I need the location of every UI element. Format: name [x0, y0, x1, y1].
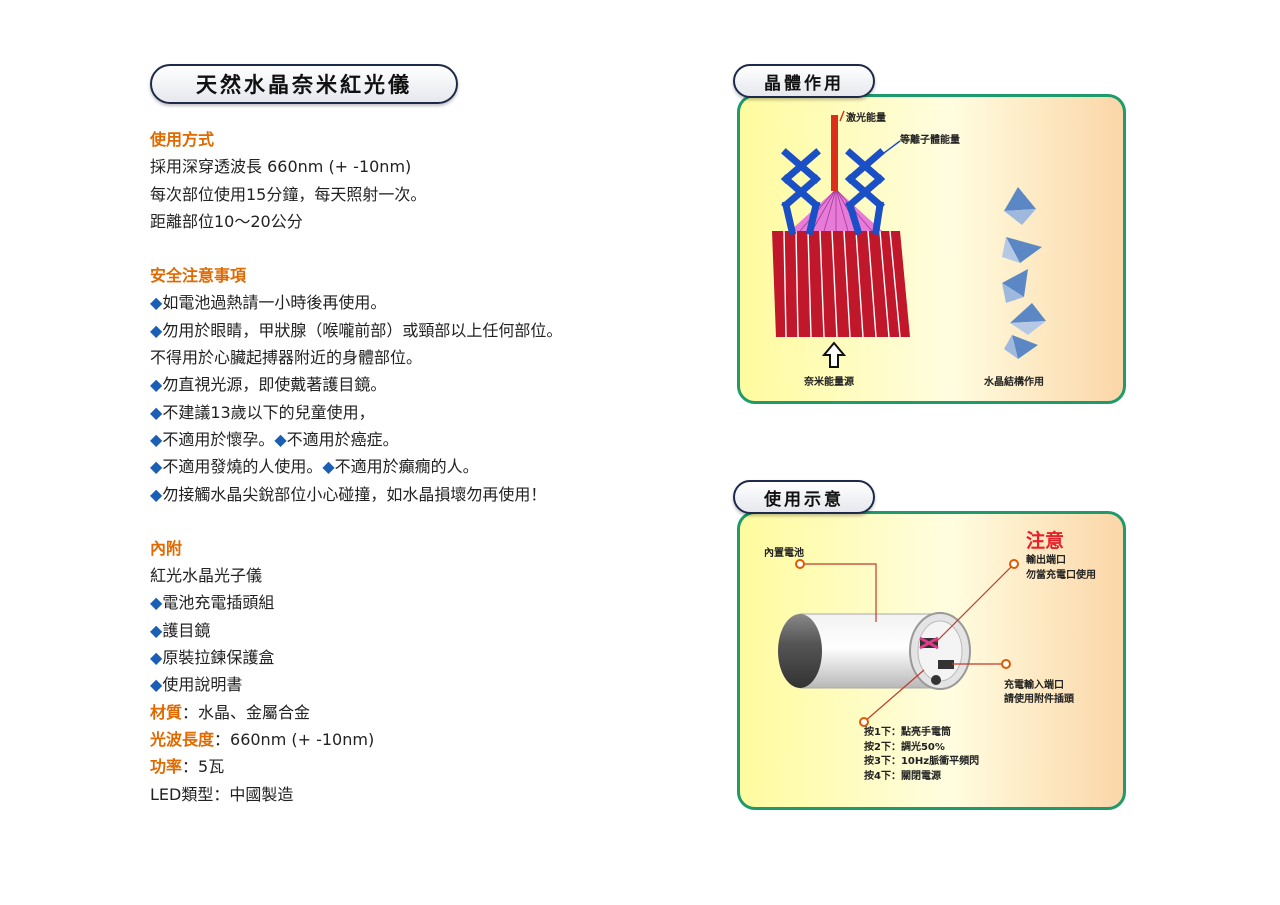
spec-power: 功率：5瓦 [150, 757, 225, 777]
charge-port [938, 660, 954, 669]
safety-item: 不得用於心臟起搏器附近的身體部位。 [150, 348, 423, 368]
diamond-bullet-icon: ◆ [150, 402, 163, 422]
usage-line: 距離部位10～20公分 [150, 211, 303, 231]
step-item: 按4下：關閉電源 [864, 770, 941, 782]
step-item: 按2下：調光50% [864, 741, 945, 753]
crystal-diagram [772, 110, 1046, 368]
diamond-bullet-icon: ◆ [150, 648, 163, 668]
power-button [931, 675, 941, 685]
device-diagram [778, 559, 1019, 727]
diamond-bullet-icon: ◆ [150, 675, 163, 695]
arrow-up-icon [821, 341, 847, 368]
callout-dot-icon [1009, 559, 1019, 569]
laser-energy-label: 激光能量 [846, 113, 886, 124]
usage-illustration-panel: 內置電池 注意 輸出端口 勿當充電口使用 充電輸入端口 請使用附件插頭 按1下：… [737, 511, 1126, 810]
contents-heading: 內附 [150, 538, 183, 558]
spec-material: 材質：水晶、金屬合金 [150, 702, 311, 722]
step-item: 按3下：10Hz脈衝平頻閃 [864, 756, 980, 767]
contents-item: ◆原裝拉鍊保護盒 [150, 648, 275, 668]
contents-item: ◆使用說明書 [150, 675, 243, 695]
callout-dot-icon [859, 717, 869, 727]
charge-port-label: 充電輸入端口 [1004, 680, 1064, 691]
product-description: 使用方式 採用深穿透波長 660nm (+ -10nm) 每次部位使用15分鐘，… [150, 126, 710, 808]
diamond-bullet-icon: ◆ [150, 484, 163, 504]
diamond-bullet-icon: ◆ [150, 293, 163, 313]
diamond-bullet-icon: ◆ [150, 320, 163, 340]
safety-item: ◆不建議13歲以下的兒童使用， [150, 402, 375, 422]
charge-note-label: 請使用附件插頭 [1004, 694, 1074, 705]
safety-heading: 安全注意事項 [150, 266, 247, 286]
step-item: 按1下：點亮手電筒 [864, 727, 951, 738]
diamond-bullet-icon: ◆ [150, 593, 163, 613]
contents-item: 紅光水晶光子儀 [150, 566, 263, 586]
safety-item: ◆勿接觸水晶尖銳部位小心碰撞，如水晶損壞勿再使用！ [150, 484, 547, 504]
contents-item: ◆電池充電插頭組 [150, 593, 275, 613]
safety-item: ◆如電池過熱請一小時後再使用。 [150, 293, 387, 313]
output-warning-label: 勿當充電口使用 [1026, 570, 1096, 581]
diamond-bullet-icon: ◆ [322, 457, 335, 477]
usage-heading: 使用方式 [150, 130, 215, 149]
safety-item: ◆不適用於懷孕。◆不適用於癌症。 [150, 429, 399, 449]
callout-dot-icon [1001, 659, 1011, 669]
safety-item: ◆不適用發燒的人使用。◆不適用於癲癇的人。 [150, 457, 479, 477]
spec-led: LED類型：中國製造 [150, 784, 294, 804]
crystal-function-tab: 晶體作用 [733, 64, 875, 98]
plasma-structure-left [781, 148, 821, 236]
ray-lines [783, 230, 901, 338]
diamond-bullet-icon: ◆ [150, 457, 163, 477]
usage-illustration-tab: 使用示意 [733, 480, 875, 514]
usage-line: 每次部位使用15分鐘，每天照射一次。 [150, 184, 427, 204]
contents-item: ◆護目鏡 [150, 620, 211, 640]
crystal-structure [1002, 187, 1046, 359]
crystal-structure-label: 水晶結構作用 [984, 377, 1044, 388]
diamond-bullet-icon: ◆ [150, 620, 163, 640]
nano-energy-source-label: 奈米能量源 [804, 377, 854, 388]
device-lens-cap [778, 614, 822, 688]
plasma-energy-label: 等離子體能量 [900, 135, 960, 146]
diamond-bullet-icon: ◆ [150, 375, 163, 395]
laser-beam [831, 115, 838, 191]
diamond-bullet-icon: ◆ [150, 429, 163, 449]
nano-energy-rays [772, 231, 910, 337]
button-steps: 按1下：點亮手電筒 按2下：調光50% 按3下：10Hz脈衝平頻閃 按4下：關閉… [864, 726, 979, 784]
plasma-structure-right [845, 148, 885, 236]
callout-dot-icon [795, 559, 805, 569]
diamond-bullet-icon: ◆ [274, 429, 287, 449]
page-title: 天然水晶奈米紅光儀 [150, 64, 458, 104]
battery-label: 內置電池 [764, 548, 804, 559]
output-port-label: 輸出端口 [1026, 555, 1066, 566]
safety-item: ◆勿用於眼睛，甲狀腺（喉嚨前部）或頸部以上任何部位。 [150, 320, 563, 340]
usage-line: 採用深穿透波長 660nm (+ -10nm) [150, 157, 412, 177]
crystal-function-panel: 激光能量 等離子體能量 奈米能量源 水晶結構作用 [737, 94, 1126, 404]
note-title: 注意 [1026, 530, 1065, 552]
spec-wavelength: 光波長度：660nm (+ -10nm) [150, 729, 375, 749]
safety-item: ◆勿直視光源，即使戴著護目鏡。 [150, 375, 387, 395]
